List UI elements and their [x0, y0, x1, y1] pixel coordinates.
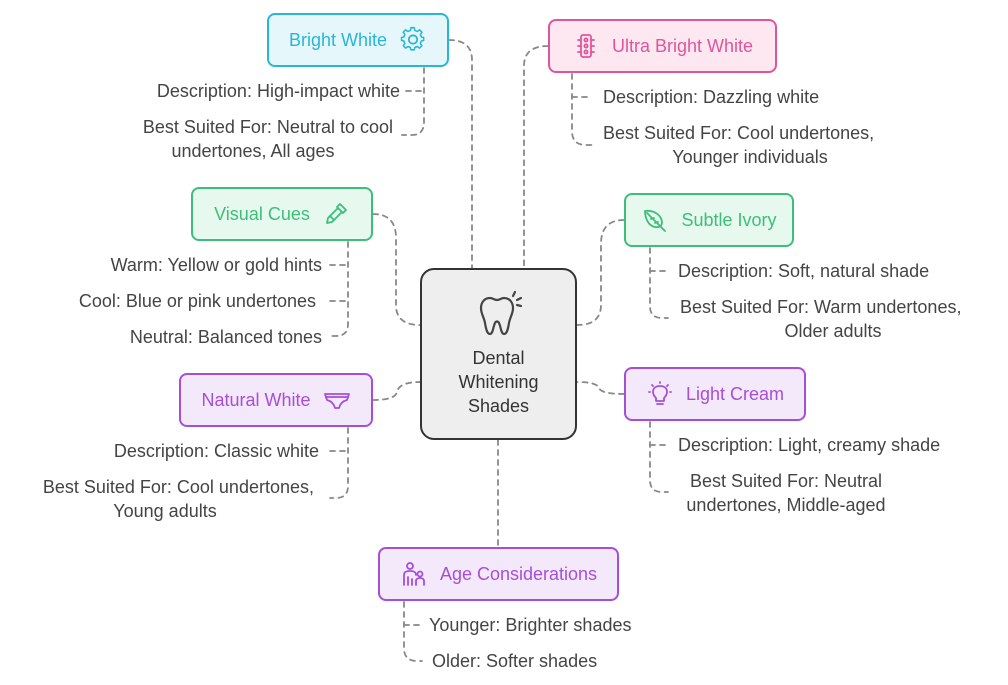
- bright-white-node[interactable]: Bright White: [267, 13, 449, 67]
- light-cream-suited-line1: Best Suited For: Neutral: [689, 471, 883, 491]
- visual-cues-cool: Cool: Blue or pink undertones: [78, 291, 316, 311]
- leaf-icon: [641, 206, 669, 234]
- traffic-light-icon: [572, 32, 600, 60]
- bright-white-description: Description: High-impact white: [156, 81, 400, 101]
- ultra-bright-white-description: Description: Dazzling white: [603, 87, 820, 107]
- visual-cues-label: Visual Cues: [214, 203, 310, 224]
- natural-white-node[interactable]: Natural White: [179, 373, 373, 427]
- subtle-ivory-label: Subtle Ivory: [681, 209, 777, 230]
- natural-white-description: Description: Classic white: [113, 441, 319, 461]
- light-cream-node[interactable]: Light Cream: [624, 367, 806, 421]
- visual-cues-warm: Warm: Yellow or gold hints: [110, 255, 322, 275]
- visual-cues-node[interactable]: Visual Cues: [191, 187, 373, 241]
- light-cream-suited-line2: undertones, Middle-aged: [686, 495, 886, 515]
- underwear-icon: [323, 386, 351, 414]
- gear-icon: [399, 26, 427, 54]
- natural-white-suited-line1: Best Suited For: Cool undertones,: [42, 477, 314, 497]
- subtle-ivory-suited-line2: Older adults: [784, 321, 882, 341]
- bright-white-label: Bright White: [288, 29, 388, 50]
- ultra-bright-white-suited-line2: Younger individuals: [672, 147, 828, 167]
- center-node: Dental Whitening Shades: [420, 268, 577, 440]
- age-considerations-label: Age Considerations: [439, 563, 598, 584]
- light-cream-label: Light Cream: [685, 383, 785, 404]
- family-icon: [400, 560, 428, 588]
- center-title-line1: Dental: [472, 348, 525, 368]
- subtle-ivory-description: Description: Soft, natural shade: [678, 261, 930, 281]
- natural-white-suited-line2: Young adults: [113, 501, 217, 521]
- ultra-bright-white-node[interactable]: Ultra Bright White: [548, 19, 777, 73]
- subtle-ivory-node[interactable]: Subtle Ivory: [624, 193, 794, 247]
- bright-white-suited-line1: Best Suited For: Neutral to cool: [142, 117, 393, 137]
- visual-cues-neutral: Neutral: Balanced tones: [129, 327, 322, 347]
- bright-white-suited-line2: undertones, All ages: [171, 141, 335, 161]
- lightbulb-icon: [646, 380, 674, 408]
- age-considerations-younger: Younger: Brighter shades: [429, 615, 632, 635]
- age-considerations-older: Older: Softer shades: [432, 651, 598, 671]
- age-considerations-node[interactable]: Age Considerations: [378, 547, 619, 601]
- light-cream-description: Description: Light, creamy shade: [678, 435, 941, 455]
- tooth-icon: [475, 290, 523, 346]
- subtle-ivory-suited-line1: Best Suited For: Warm undertones,: [680, 297, 962, 317]
- ultra-bright-white-label: Ultra Bright White: [611, 35, 754, 56]
- natural-white-label: Natural White: [201, 389, 311, 410]
- center-title-line3: Shades: [467, 396, 530, 416]
- dropper-icon: [322, 200, 350, 228]
- center-title-line2: Whitening: [458, 372, 539, 392]
- ultra-bright-white-suited-line1: Best Suited For: Cool undertones,: [603, 123, 875, 143]
